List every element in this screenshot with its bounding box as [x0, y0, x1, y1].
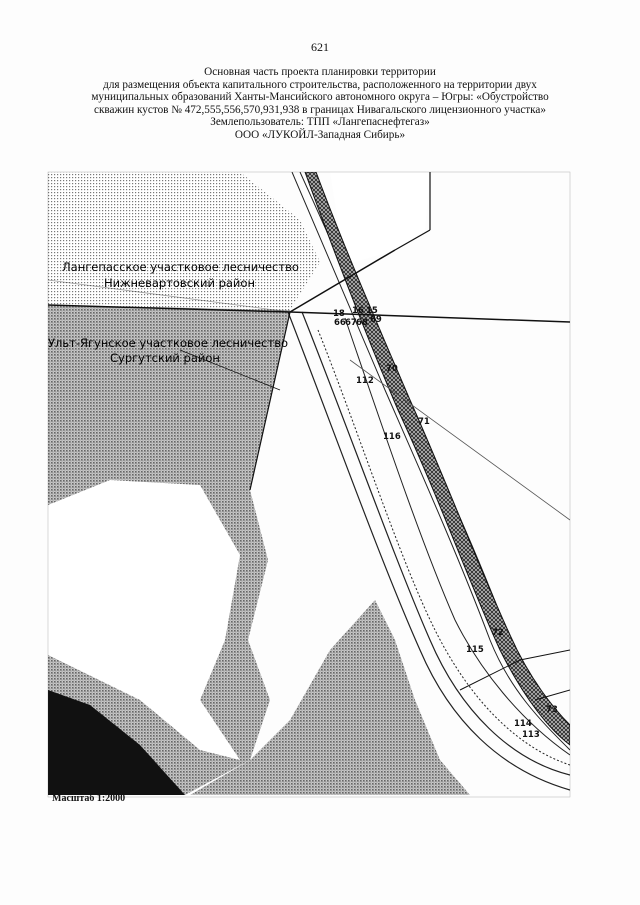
- region-label-left-1: Ульт-Ягунское участковое лесничество: [48, 336, 288, 350]
- dark-area: [48, 690, 185, 795]
- point-label-15: 15: [366, 306, 378, 316]
- page-number: 621: [311, 40, 329, 54]
- point-label-116: 116: [383, 432, 401, 442]
- forest-zone-southeast: [190, 600, 470, 795]
- point-label-115: 115: [466, 645, 484, 655]
- header-line-1: Основная часть проекта планировки террит…: [204, 66, 436, 78]
- point-label-70: 70: [386, 364, 398, 374]
- point-label-71: 71: [418, 417, 430, 427]
- point-label-67: 67: [345, 318, 357, 328]
- point-label-69: 69: [370, 315, 382, 325]
- clearing-area: [48, 480, 240, 760]
- point-label-18: 18: [333, 309, 345, 319]
- open-area-top: [330, 172, 430, 265]
- header-line-4: скважин кустов № 472,555,556,570,931,938…: [93, 103, 546, 116]
- point-label-112: 112: [356, 376, 374, 386]
- point-label-113: 113: [522, 730, 540, 740]
- region-label-top-2: Нижневартовский район: [104, 276, 255, 290]
- region-label-top-1: Лангепасское участковое лесничество: [62, 260, 299, 274]
- header-line-3: муниципальных образований Ханты-Мансийск…: [91, 91, 549, 104]
- point-label-114: 114: [514, 719, 532, 729]
- header-line-6: ООО «ЛУКОЙЛ-Западная Сибирь»: [234, 128, 406, 141]
- point-label-16: 16: [352, 306, 364, 316]
- header-line-5: Землепользователь: ТПП «Лангепаснефтегаз…: [210, 116, 430, 129]
- map-scale: Масштаб 1:2000: [52, 793, 126, 804]
- point-label-68: 68: [356, 318, 368, 328]
- region-label-left-2: Сургутский район: [110, 351, 220, 365]
- point-label-66: 66: [334, 318, 346, 328]
- document-header: Основная часть проекта планировки террит…: [20, 66, 620, 142]
- header-line-2: для размещения объекта капитального стро…: [103, 78, 537, 91]
- point-label-72: 72: [492, 628, 504, 638]
- point-label-73: 73: [546, 705, 558, 715]
- forest-zone-north: [48, 172, 320, 310]
